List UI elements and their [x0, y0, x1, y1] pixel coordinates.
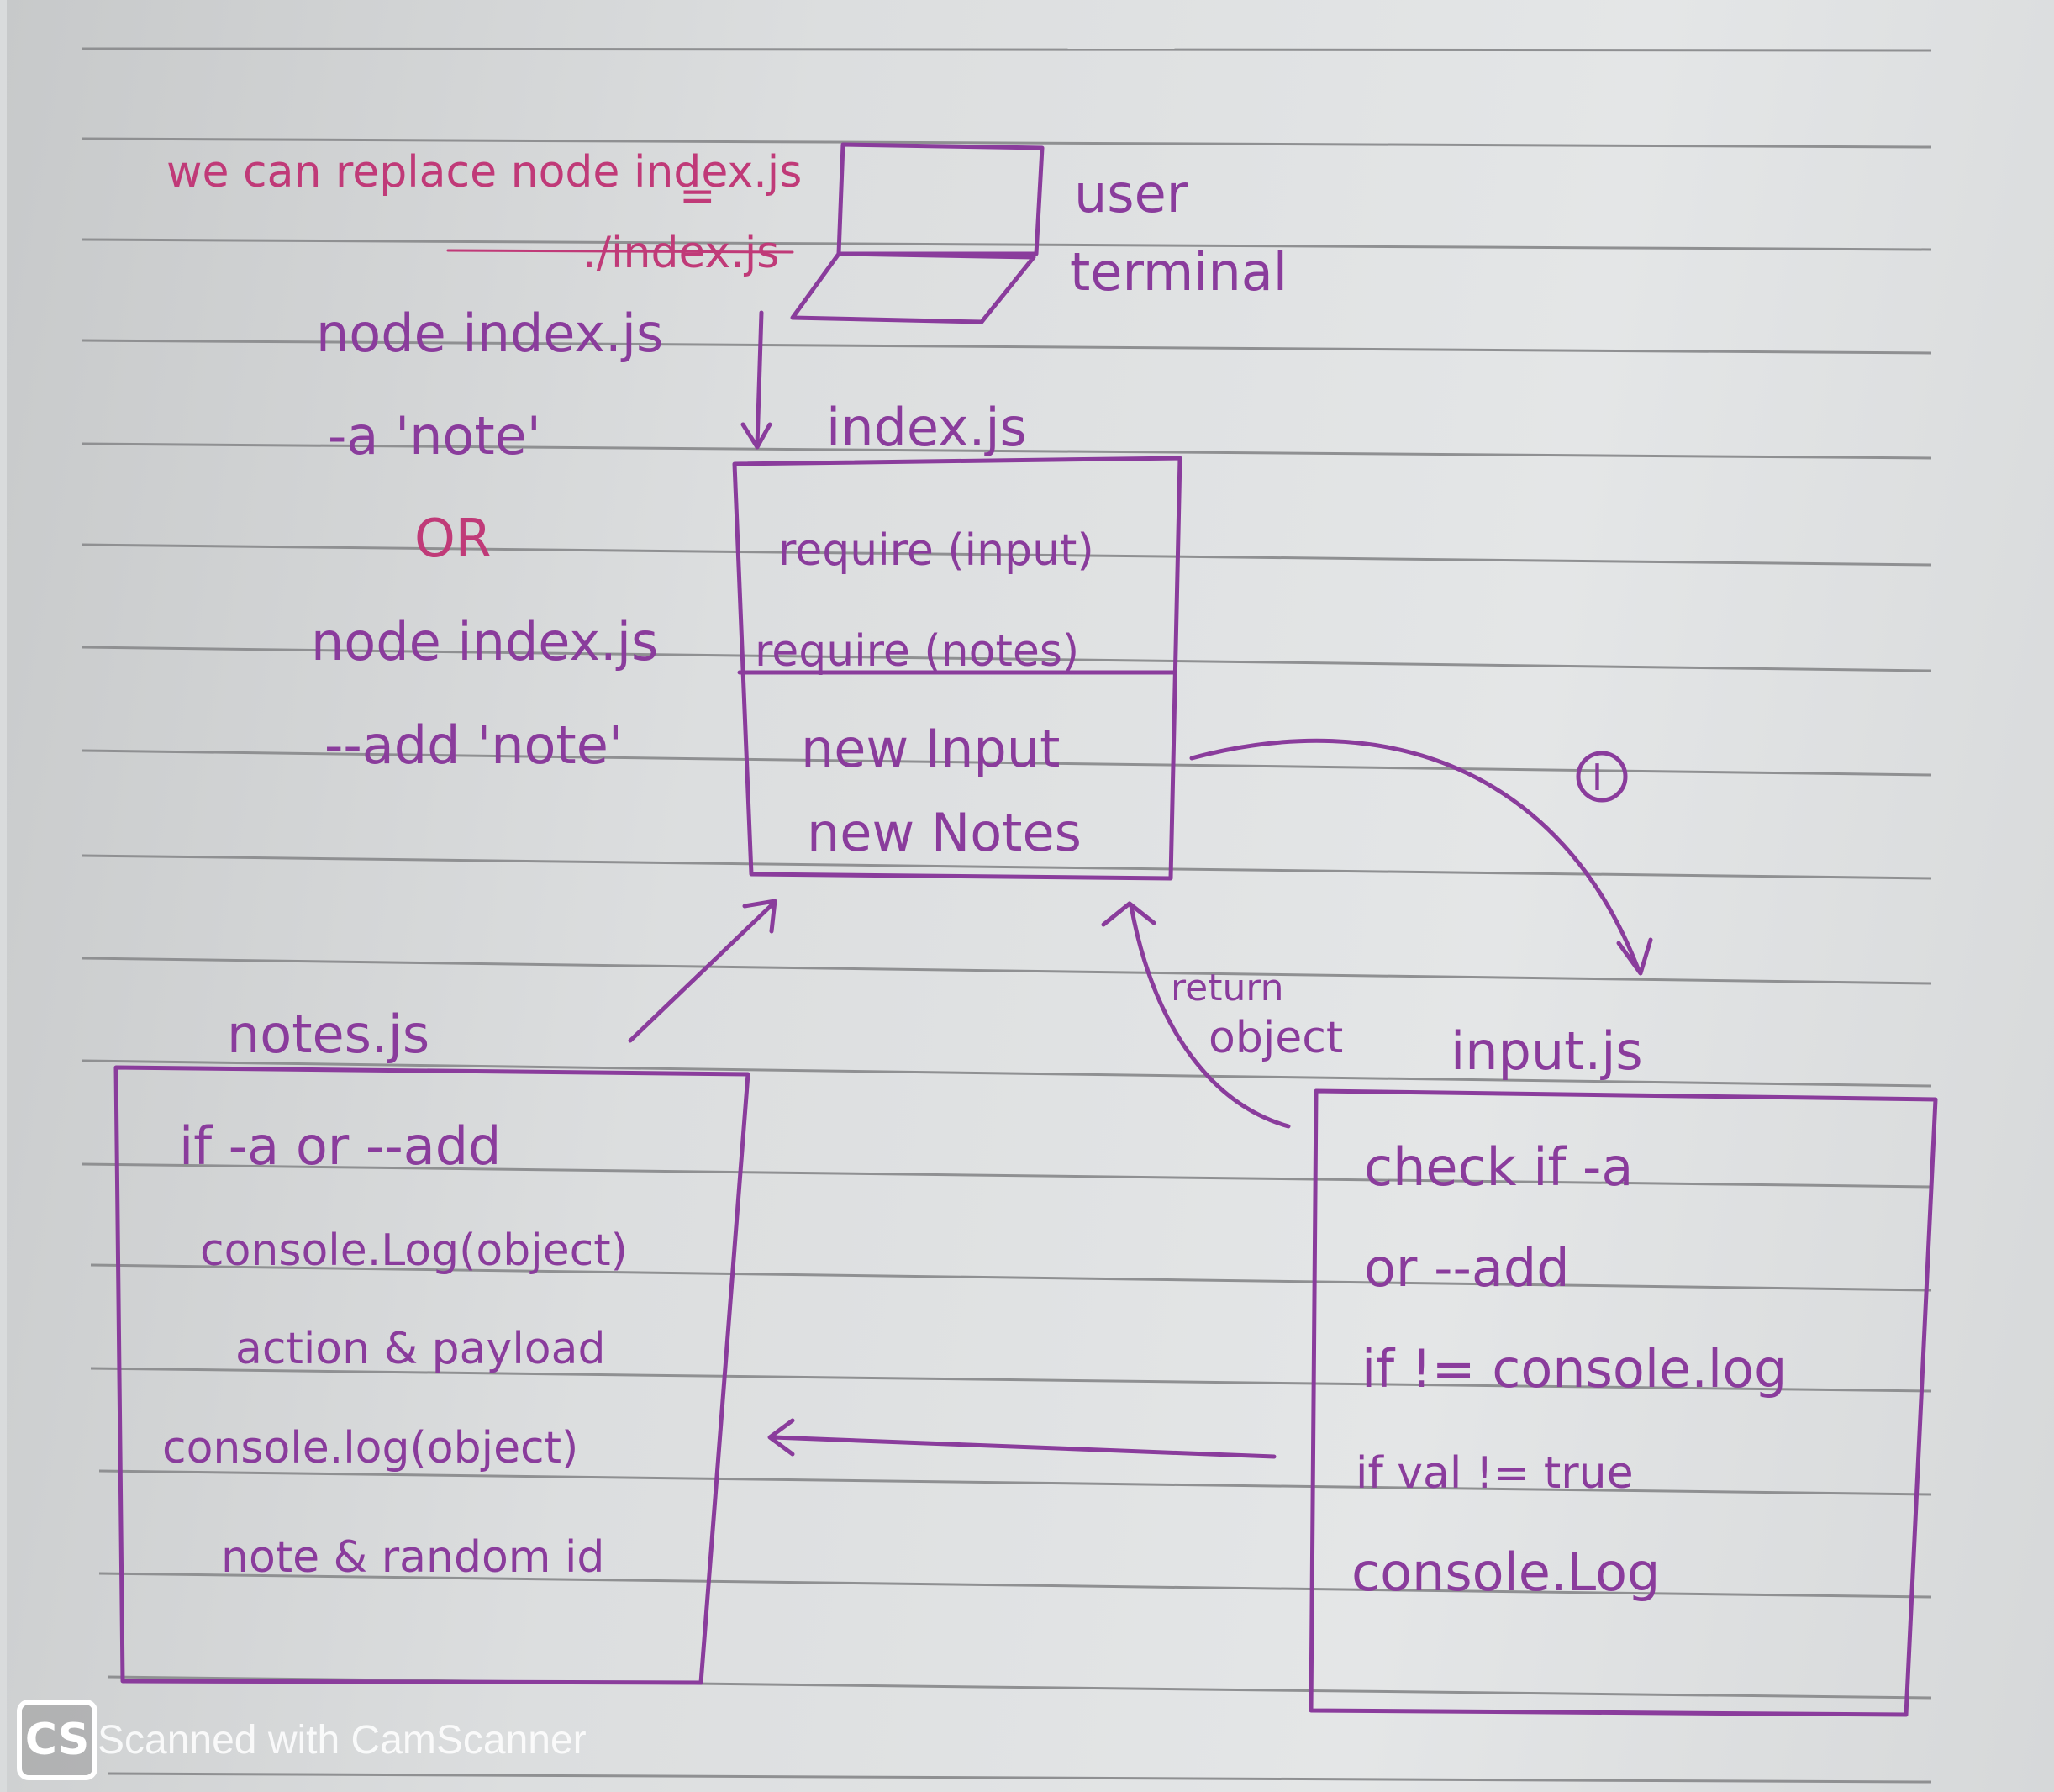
notes-row-4: console.log(object) [162, 1423, 578, 1473]
input-row-2: or --add [1364, 1237, 1570, 1299]
input-row-1: check if -a [1364, 1136, 1633, 1198]
notes-box-frame [113, 1065, 750, 1685]
laptop-icon [790, 142, 1045, 324]
arrow-input-to-notes [767, 1418, 1277, 1459]
object-label: object [1209, 1013, 1343, 1063]
notebook-page: we can replace node index.js = ./index.j… [7, 0, 2054, 1792]
input-box-title: input.js [1451, 1020, 1643, 1082]
top-note-line2: ./index.js [582, 228, 779, 278]
input-row-4: if val != true [1356, 1448, 1634, 1499]
notes-row-3: action & payload [235, 1324, 605, 1374]
index-box-frame [732, 456, 1182, 881]
user-label: user [1074, 163, 1188, 224]
arrow-notes-to-index [628, 899, 777, 1043]
top-note-line1: we can replace node index.js [166, 147, 802, 198]
notes-row-5: note & random id [221, 1532, 604, 1583]
or-label: OR [414, 508, 492, 569]
top-note-equals: = [679, 171, 716, 221]
notes-box-title: notes.js [227, 1004, 429, 1065]
input-row-5: console.Log [1351, 1542, 1660, 1603]
arrow-terminal-to-index [740, 310, 772, 450]
step-marker-label: I [1592, 756, 1603, 799]
command1-line1: node index.js [316, 303, 663, 364]
command2-line2: --add 'note' [324, 714, 623, 776]
diagram-canvas: we can replace node index.js = ./index.j… [82, 47, 1938, 1784]
command1-line2: -a 'note' [328, 405, 541, 466]
return-label: return [1171, 967, 1284, 1009]
index-row-4: new Notes [807, 802, 1082, 863]
step-marker [1576, 751, 1628, 803]
index-row-3: new Input [801, 718, 1060, 779]
index-row-2: require (notes) [755, 626, 1079, 677]
notes-row-1: if -a or --add [179, 1115, 501, 1177]
input-box-frame [1309, 1088, 1938, 1717]
arrow-index-to-input [1189, 738, 1653, 976]
terminal-label: terminal [1070, 241, 1288, 303]
notes-row-2: console.Log(object) [200, 1225, 628, 1276]
ruled-lines [82, 47, 1932, 1784]
camscanner-watermark: CS Scanned with CamScanner [17, 1700, 587, 1780]
camscanner-text: Scanned with CamScanner [97, 1717, 587, 1763]
camscanner-logo: CS [17, 1700, 97, 1780]
top-note-underline [446, 249, 794, 254]
index-row-1: require (input) [778, 525, 1094, 576]
arrow-input-to-index [1101, 901, 1291, 1129]
command2-line1: node index.js [311, 611, 658, 672]
input-row-3: if != console.log [1361, 1338, 1787, 1399]
index-box-title: index.js [826, 397, 1027, 458]
